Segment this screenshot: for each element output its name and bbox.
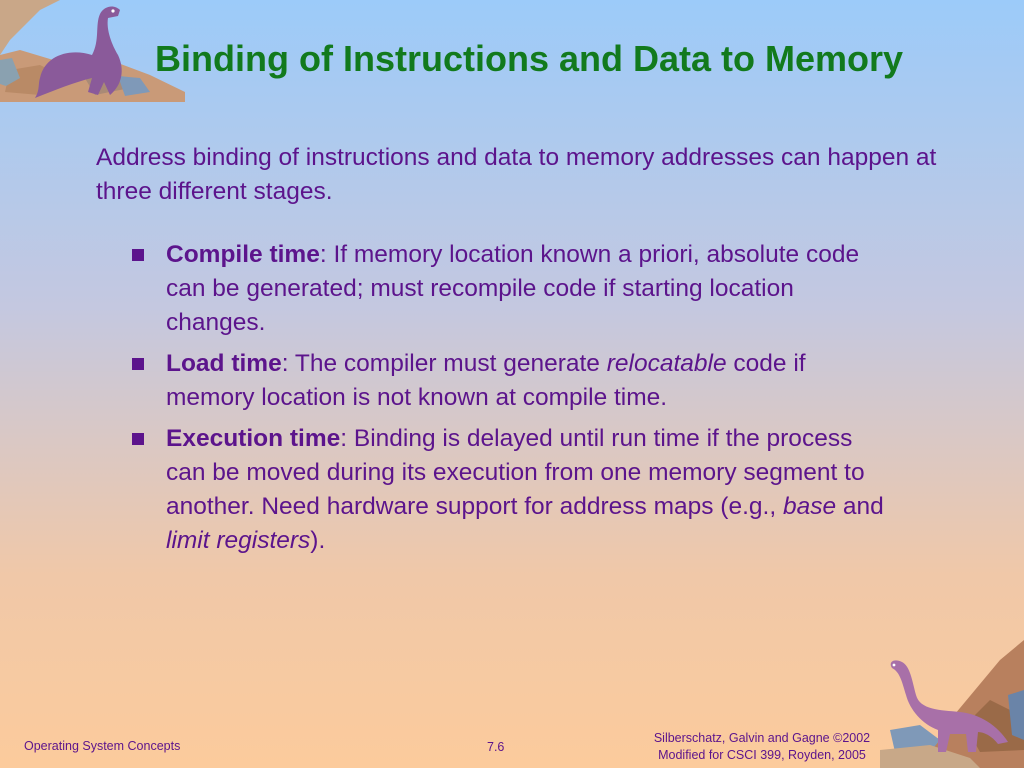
bullet-execution-time: Execution time: Binding is delayed until…	[130, 422, 890, 558]
bullet-text: : Binding is delayed until run time if t…	[166, 425, 865, 520]
dinosaur-bottom-right-icon	[880, 640, 1024, 768]
dinosaur-top-left-icon	[0, 0, 185, 102]
slide-title: Binding of Instructions and Data to Memo…	[155, 38, 904, 79]
term-load-time: Load time	[166, 350, 282, 377]
bullet-load-time: Load time: The compiler must generate re…	[130, 347, 890, 415]
bullet-text: : If memory location known a priori, abs…	[166, 241, 860, 336]
intro-paragraph: Address binding of instructions and data…	[96, 144, 937, 205]
bullet-text: ).	[310, 527, 326, 554]
term-compile-time: Compile time	[166, 241, 320, 268]
bullet-text: code if memory location is not known at …	[166, 350, 806, 411]
footer-course-title: Operating System Concepts	[24, 739, 181, 753]
bullet-compile-time: Compile time: If memory location known a…	[130, 238, 890, 340]
term-execution-time: Execution time	[166, 425, 341, 452]
footer-credit-line-1: Silberschatz, Galvin and Gagne ©2002	[653, 731, 871, 745]
square-bullet-icon	[132, 249, 144, 261]
square-bullet-icon	[132, 358, 144, 370]
bullet-list: Compile time: If memory location known a…	[130, 238, 890, 565]
footer-credit-line-2: Modified for CSCI 399, Royden, 2005	[658, 748, 866, 762]
footer-credits: Silberschatz, Galvin and Gagne ©2002 Mod…	[632, 730, 892, 764]
emphasis-relocatable: relocatable	[606, 350, 727, 377]
bullet-text: : The compiler must generate	[281, 350, 607, 377]
bullet-text: and	[836, 493, 884, 520]
emphasis-base: base	[782, 493, 837, 520]
emphasis-limit-registers: limit registers	[166, 527, 311, 554]
square-bullet-icon	[132, 433, 144, 445]
footer-page-number: 7.6	[487, 740, 505, 754]
